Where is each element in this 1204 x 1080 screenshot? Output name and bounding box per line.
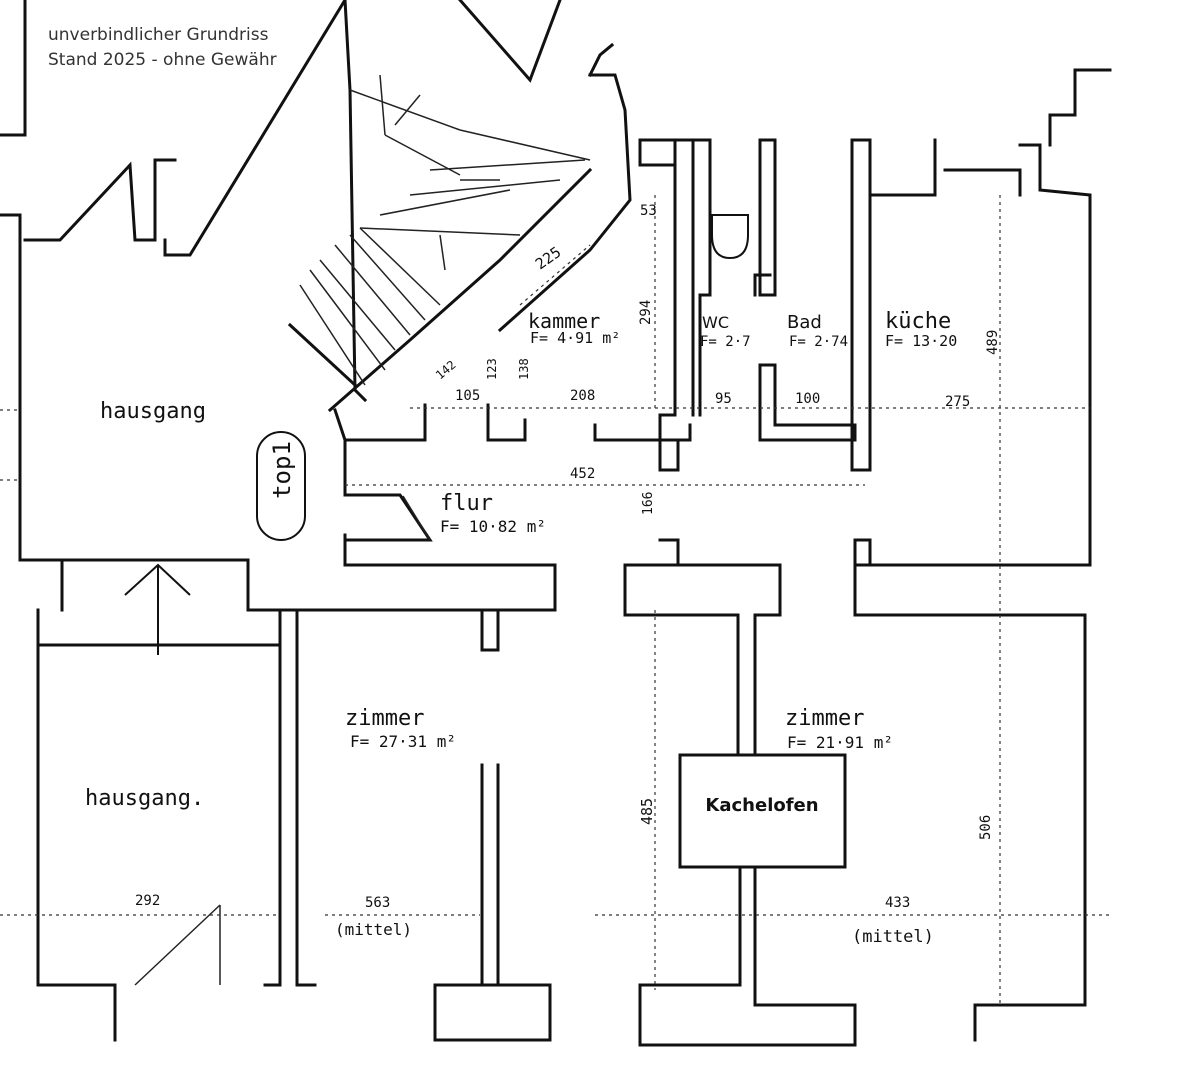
- dim-433: 433: [885, 895, 910, 911]
- room-label-kueche: küche: [885, 309, 951, 334]
- dim-166: 166: [641, 492, 656, 515]
- staircase: [299, 74, 591, 386]
- toilet-icon: [711, 214, 749, 260]
- room-label-hausgang-upper: hausgang: [100, 399, 206, 424]
- dim-105: 105: [455, 388, 480, 404]
- room-label-wc: WC: [702, 313, 729, 332]
- dim-275: 275: [945, 394, 970, 410]
- room-label-kammer: kammer: [528, 309, 600, 333]
- dim-292: 292: [135, 893, 160, 909]
- dim-506: 506: [978, 815, 994, 840]
- dim-100: 100: [795, 391, 820, 407]
- dim-294: 294: [638, 300, 654, 325]
- room-area-wc: F= 2·7: [700, 334, 751, 350]
- dim-225: 225: [532, 243, 565, 273]
- dim-433-note: (mittel): [852, 927, 934, 947]
- dim-138: 138: [517, 358, 531, 380]
- dim-123: 123: [485, 358, 499, 380]
- dim-142: 142: [433, 358, 459, 383]
- room-label-zimmer-right: zimmer: [785, 706, 864, 731]
- room-label-flur: flur: [440, 491, 493, 516]
- kachelofen-box: [678, 753, 847, 869]
- dim-208: 208: [570, 388, 595, 404]
- dim-485: 485: [638, 798, 656, 825]
- disclaimer-line-1: unverbindlicher Grundriss: [48, 25, 269, 45]
- room-label-bad: Bad: [787, 312, 822, 333]
- door-swings: [134, 495, 431, 986]
- room-area-bad: F= 2·74: [789, 334, 848, 350]
- dim-489: 489: [985, 330, 1001, 355]
- room-label-hausgang-lower: hausgang.: [85, 786, 204, 811]
- entrance-arrow-icon: [124, 563, 191, 655]
- room-area-flur: F= 10·82 m²: [440, 517, 546, 536]
- unit-badge: [256, 431, 306, 541]
- unit-label-top1: top1: [268, 441, 296, 499]
- dim-452: 452: [570, 466, 595, 482]
- disclaimer-line-2: Stand 2025 - ohne Gewähr: [48, 50, 277, 70]
- dim-53: 53: [640, 203, 657, 219]
- dimension-labels: 53 225 294 142 123 138 105 208 95 100 27…: [135, 203, 1001, 947]
- room-area-zimmer-left: F= 27·31 m²: [350, 732, 456, 751]
- kachelofen-label: Kachelofen: [705, 795, 818, 816]
- dim-563: 563: [365, 895, 390, 911]
- room-area-kammer: F= 4·91 m²: [530, 329, 620, 347]
- dim-95: 95: [715, 391, 732, 407]
- walls: [0, 0, 1112, 1047]
- room-label-zimmer-left: zimmer: [345, 706, 424, 731]
- dim-563-note: (mittel): [335, 920, 412, 939]
- room-area-zimmer-right: F= 21·91 m²: [787, 733, 893, 752]
- room-area-kueche: F= 13·20: [885, 332, 957, 350]
- dimension-lines: [0, 195, 1110, 1005]
